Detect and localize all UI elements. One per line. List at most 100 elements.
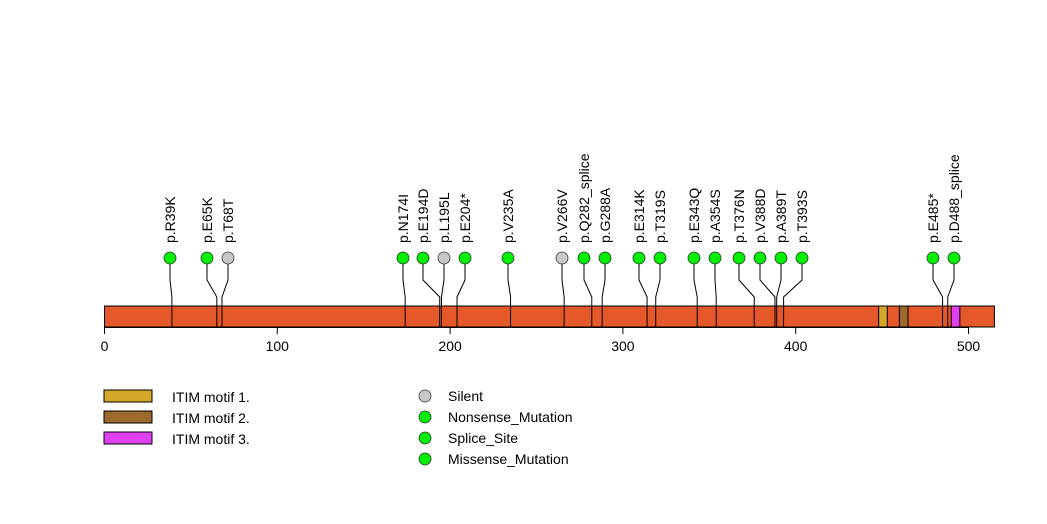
mutation-legend-label: Splice_Site (448, 430, 518, 446)
mutation-label: p.N174I (395, 194, 411, 243)
mutation-head (555, 251, 569, 265)
mutation-lollipop: p.N174I (395, 194, 411, 327)
x-tick-label: 100 (266, 338, 290, 354)
mutation-head (926, 251, 940, 265)
mutation-lollipop: p.L195L (436, 192, 452, 327)
mutation-label: p.A354S (707, 189, 723, 243)
mutation-lollipop: p.R39K (162, 196, 178, 327)
mutation-label: p.E343Q (686, 188, 702, 243)
mutation-head (598, 251, 612, 265)
mutation-head (753, 251, 767, 265)
mutation-head (947, 251, 961, 265)
mutation-head (732, 251, 746, 265)
x-tick-label: 400 (784, 338, 808, 354)
mutation-label: p.V235A (500, 189, 516, 243)
lollipop-stem (738, 258, 755, 327)
mutation-legend-marker (418, 410, 432, 424)
mutation-lollipop: p.Q282_splice (576, 153, 593, 327)
mutation-head (163, 251, 177, 265)
lollipop-stem (655, 258, 661, 327)
mutation-label: p.V388D (752, 189, 768, 243)
mutation-lollipop: p.V235A (500, 189, 516, 327)
mutation-legend-label: Nonsense_Mutation (448, 409, 573, 425)
mutation-head (708, 251, 722, 265)
mutation-label: p.T376N (731, 189, 747, 243)
mutation-legend-label: Silent (448, 388, 483, 404)
mutation-lollipop: p.T393S (783, 190, 810, 327)
lollipop-stem (947, 258, 955, 327)
mutation-head (200, 251, 214, 265)
lollipop-stem (206, 258, 218, 327)
mutation-label: p.E314K (631, 189, 647, 243)
lollipop-stem (714, 258, 717, 327)
mutation-label: p.Q282_splice (576, 153, 592, 243)
mutation-label: p.E65K (199, 196, 215, 243)
mutation-label: p.E194D (415, 189, 431, 243)
domain-2 (898, 305, 909, 328)
domain-legend-swatch (103, 431, 153, 445)
mutation-lollipop: p.E485* (925, 193, 944, 327)
mutation-label: p.A389T (773, 190, 789, 243)
mutation-legend-marker (418, 431, 432, 445)
lollipop-stem (759, 258, 776, 327)
mutation-lollipop: p.A354S (707, 189, 723, 327)
mutation-lollipop: p.E343Q (686, 188, 702, 327)
mutation-head (416, 251, 430, 265)
mutation-lollipop: p.E314K (631, 189, 648, 327)
mutation-head (458, 251, 472, 265)
lollipop-stem (507, 258, 512, 327)
mutation-label: p.E204* (457, 193, 473, 243)
mutation-label: p.L195L (436, 192, 452, 243)
mutation-label: p.V266V (554, 189, 570, 243)
mutation-lollipop: p.V388D (752, 189, 776, 327)
x-tick-label: 300 (611, 338, 635, 354)
domain-legend-label: ITIM motif 2. (172, 410, 250, 426)
mutation-legend-marker (418, 452, 432, 466)
mutation-lollipop: p.E65K (199, 196, 218, 327)
mutation-lollipop: p.G288A (597, 187, 613, 327)
lollipop-stem (221, 258, 229, 327)
mutation-lollipop: p.A389T (773, 190, 789, 327)
mutation-lollipop: p.E194D (415, 189, 441, 327)
protein-bar (104, 305, 995, 328)
mutation-label: p.T393S (794, 190, 810, 243)
x-tick-label: 200 (438, 338, 462, 354)
domain-legend-swatch (103, 410, 153, 424)
mutation-label: p.T68T (220, 198, 236, 243)
mutation-label: p.R39K (162, 196, 178, 243)
lollipop-stem (638, 258, 648, 327)
lollipop-stem (561, 258, 565, 327)
mutation-head (221, 251, 235, 265)
mutation-head (632, 251, 646, 265)
mutation-lollipop: p.T376N (731, 189, 755, 327)
lollipop-stem (783, 258, 803, 327)
lollipop-stem (440, 258, 445, 327)
domain-3 (950, 305, 961, 328)
mutation-legend-label: Missense_Mutation (448, 451, 569, 467)
x-tick-label: 500 (957, 338, 981, 354)
mutation-legend-marker (418, 389, 432, 403)
mutation-head (774, 251, 788, 265)
mutation-label: p.D488_splice (946, 154, 962, 243)
lollipop-stem (456, 258, 466, 327)
mutation-lollipop: p.V266V (554, 189, 570, 327)
mutation-label: p.E485* (925, 193, 941, 243)
mutation-head (795, 251, 809, 265)
mutation-head (396, 251, 410, 265)
lollipop-stem (776, 258, 782, 327)
mutation-head (501, 251, 515, 265)
mutation-label: p.T319S (652, 190, 668, 243)
lollipop-stem (932, 258, 944, 327)
domain-legend-swatch (103, 389, 153, 403)
lollipop-stem (583, 258, 593, 327)
mutation-lollipop: p.D488_splice (946, 154, 962, 327)
domain-legend-label: ITIM motif 1. (172, 389, 250, 405)
mutation-head (653, 251, 667, 265)
domain-1 (878, 305, 888, 328)
mutation-lollipop: p.E204* (456, 193, 473, 327)
lollipop-stem (422, 258, 441, 327)
lollipop-stem (693, 258, 698, 327)
mutation-head (687, 251, 701, 265)
lollipop-stem (169, 258, 173, 327)
